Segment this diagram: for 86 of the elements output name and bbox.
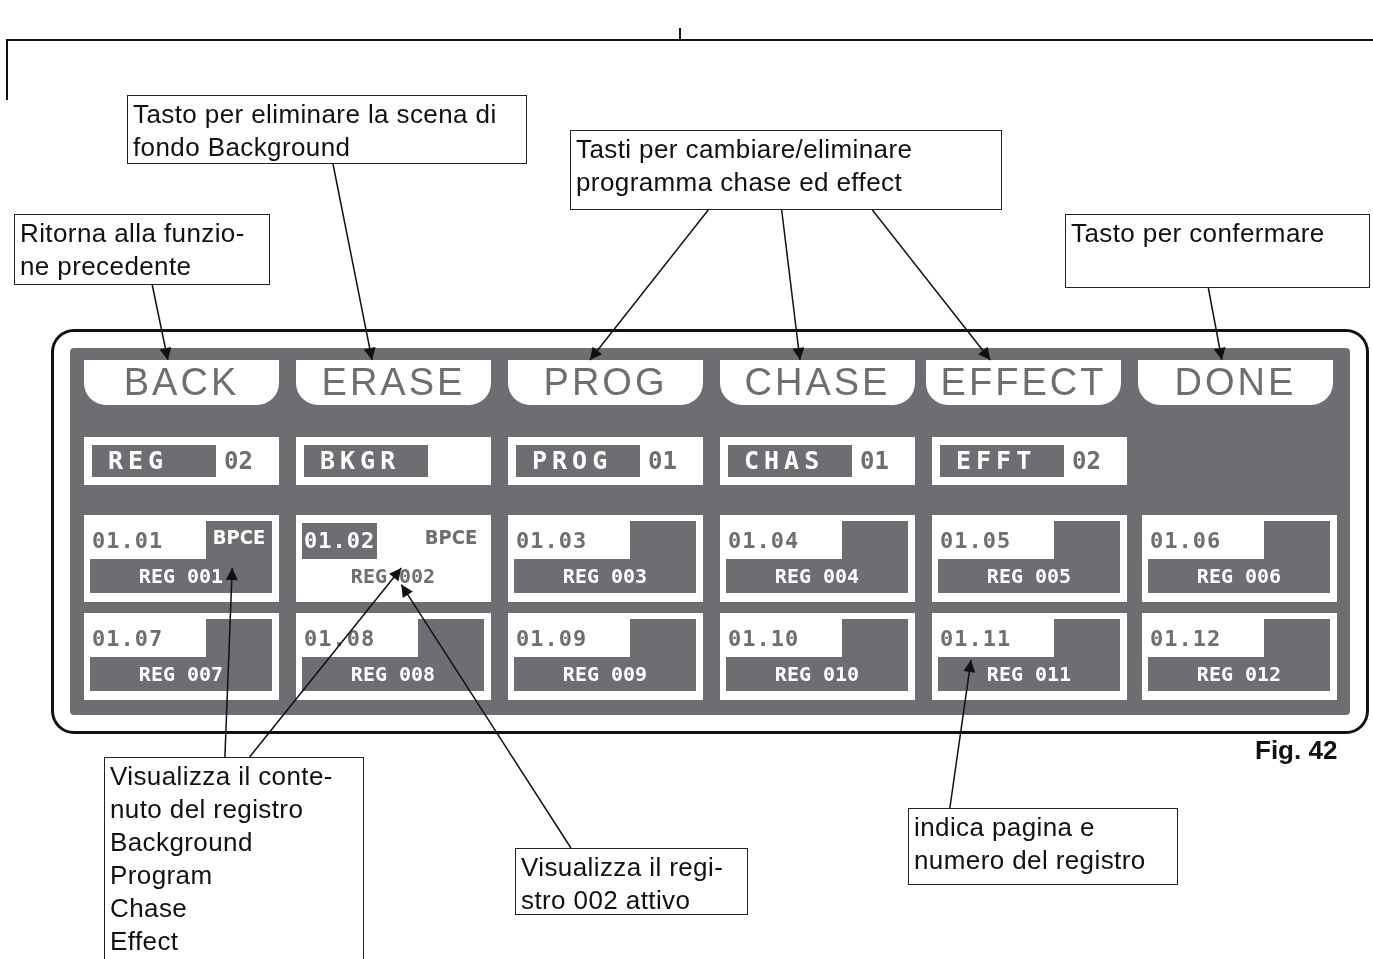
register-cell <box>1142 515 1337 602</box>
register-number: 01.05 <box>939 527 1013 555</box>
leader-arrow <box>332 163 376 361</box>
register-cell <box>932 515 1127 602</box>
register-number: 01.11 <box>939 625 1013 653</box>
register-number: 01.12 <box>1149 625 1223 653</box>
leader-arrow <box>1207 287 1226 361</box>
softkey-button: CHASE <box>720 360 915 405</box>
callout-text: Tasto per eliminare la scena di fondo Background <box>133 98 498 164</box>
display-panel <box>54 332 1366 731</box>
leader-arrow <box>871 209 992 361</box>
callout-text: Tasto per confermare <box>1071 217 1326 250</box>
callout-text: Tasti per cambiare/eliminare programma chase ed effect <box>576 133 914 199</box>
callout-box <box>14 214 270 285</box>
register-name: REG 011 <box>938 657 1120 691</box>
register-cell <box>296 613 491 700</box>
status-field <box>508 437 703 485</box>
register-name: REG 012 <box>1148 657 1330 691</box>
register-name: REG 005 <box>938 559 1120 593</box>
register-number: 01.07 <box>91 625 165 653</box>
register-name: REG 010 <box>726 657 908 691</box>
callout-text: Visualizza il conte- nuto del registro <box>110 760 334 826</box>
leader-arrow <box>949 659 976 809</box>
register-number: 01.04 <box>727 527 801 555</box>
register-number: 01.01 <box>91 527 165 555</box>
softkey-button: BACK <box>84 360 279 405</box>
register-cell <box>720 515 915 602</box>
register-name: REG 007 <box>90 657 272 691</box>
callout-box <box>570 130 1002 210</box>
leader-arrow <box>151 284 172 361</box>
callout-box <box>1065 214 1370 288</box>
callout-box <box>908 808 1178 885</box>
callout-text: Background <box>110 826 254 859</box>
register-number: 01.02 <box>302 523 378 559</box>
status-label: CHAS <box>728 445 852 477</box>
register-cell <box>84 613 279 700</box>
leader-arrow <box>400 583 572 849</box>
leader-arrow <box>780 209 805 361</box>
callout-text: Effect <box>110 925 180 958</box>
register-number: 01.06 <box>1149 527 1223 555</box>
status-label: EFFT <box>940 445 1064 477</box>
status-label: REG <box>92 445 216 477</box>
register-name: REG 008 <box>302 657 484 691</box>
register-name: REG 004 <box>726 559 908 593</box>
status-value: 01 <box>648 446 677 477</box>
mode-indicator: BPCE <box>423 524 479 551</box>
status-field <box>84 437 279 485</box>
softkey-button: EFFECT <box>926 360 1121 405</box>
register-cell <box>296 515 491 602</box>
register-cell <box>508 515 703 602</box>
register-name: REG 003 <box>514 559 696 593</box>
figure-label: Fig. 42 <box>1255 735 1338 766</box>
status-label: BKGR <box>304 445 428 477</box>
register-name: REG 001 <box>90 559 272 593</box>
register-cell <box>84 515 279 602</box>
softkey-button: PROG <box>508 360 703 405</box>
callout-text: Visualizza il regi- stro 002 attivo <box>521 851 725 917</box>
status-label: PROG <box>516 445 640 477</box>
register-cell <box>932 613 1127 700</box>
status-field <box>296 437 491 485</box>
status-field <box>932 437 1127 485</box>
register-cell <box>1142 613 1337 700</box>
register-number: 01.03 <box>515 527 589 555</box>
register-name: REG 002 <box>349 563 437 590</box>
register-cell <box>508 613 703 700</box>
register-number: 01.09 <box>515 625 589 653</box>
callout-text: Ritorna alla funzio- ne precedente <box>20 217 246 283</box>
callout-box <box>104 757 364 959</box>
status-value: 02 <box>1072 446 1101 477</box>
leader-arrow <box>589 209 709 361</box>
status-value: 02 <box>224 446 253 477</box>
leader-arrow <box>248 567 403 758</box>
status-value: 01 <box>860 446 889 477</box>
callout-box <box>515 848 748 915</box>
callout-text: Program <box>110 859 214 892</box>
callout-text: indica pagina e numero del registro <box>914 811 1147 877</box>
softkey-button: DONE <box>1138 360 1333 405</box>
register-name: REG 006 <box>1148 559 1330 593</box>
mode-indicator: BPCE <box>206 521 272 559</box>
register-name: REG 009 <box>514 657 696 691</box>
status-field <box>720 437 915 485</box>
leader-arrow <box>224 567 238 758</box>
register-number: 01.10 <box>727 625 801 653</box>
register-cell <box>720 613 915 700</box>
callout-text: Chase <box>110 892 189 925</box>
softkey-button: ERASE <box>296 360 491 405</box>
